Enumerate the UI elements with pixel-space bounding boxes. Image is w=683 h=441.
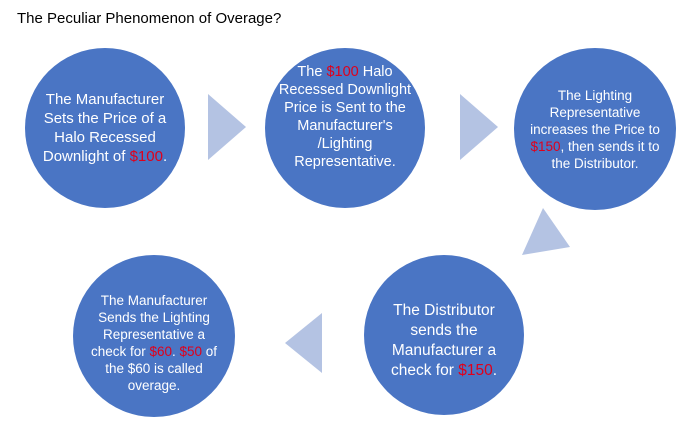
step-text: The	[297, 64, 327, 80]
step-highlight-amount: $100	[129, 148, 163, 165]
arrow-left	[285, 313, 322, 373]
step-highlight-amount: $100	[326, 64, 359, 80]
step-text: The Manufacturer Sets the Price of a Hal…	[42, 91, 167, 165]
step-circle-rep-increases-price: The Lighting Representative increases th…	[514, 48, 676, 210]
arrow-down-left	[522, 208, 570, 255]
step-circle-manufacturer-pays-overage: The Manufacturer Sends the Lighting Repr…	[73, 255, 235, 417]
step-highlight-amount: $150	[458, 362, 493, 379]
step-text: The Distributor sends the Manufacturer a…	[391, 302, 497, 379]
arrow-right-1	[208, 94, 246, 160]
diagram-title: The Peculiar Phenomenon of Overage?	[17, 10, 282, 27]
step-text: The Manufacturer Sends the Lighting Repr…	[90, 293, 210, 359]
arrow-right-2	[460, 94, 498, 160]
step-text: The Lighting Representative increases th…	[530, 87, 660, 137]
step-highlight-overage: $50	[179, 344, 203, 359]
step-circle-price-sent-to-rep: The $100 Halo Recessed Downlight Price i…	[265, 48, 425, 208]
step-highlight-amount: $150	[530, 138, 561, 154]
step-circle-manufacturer-sets-price: The Manufacturer Sets the Price of a Hal…	[25, 48, 185, 208]
step-highlight-amount: $60	[149, 344, 172, 359]
step-circle-distributor-pays: The Distributor sends the Manufacturer a…	[364, 255, 524, 415]
